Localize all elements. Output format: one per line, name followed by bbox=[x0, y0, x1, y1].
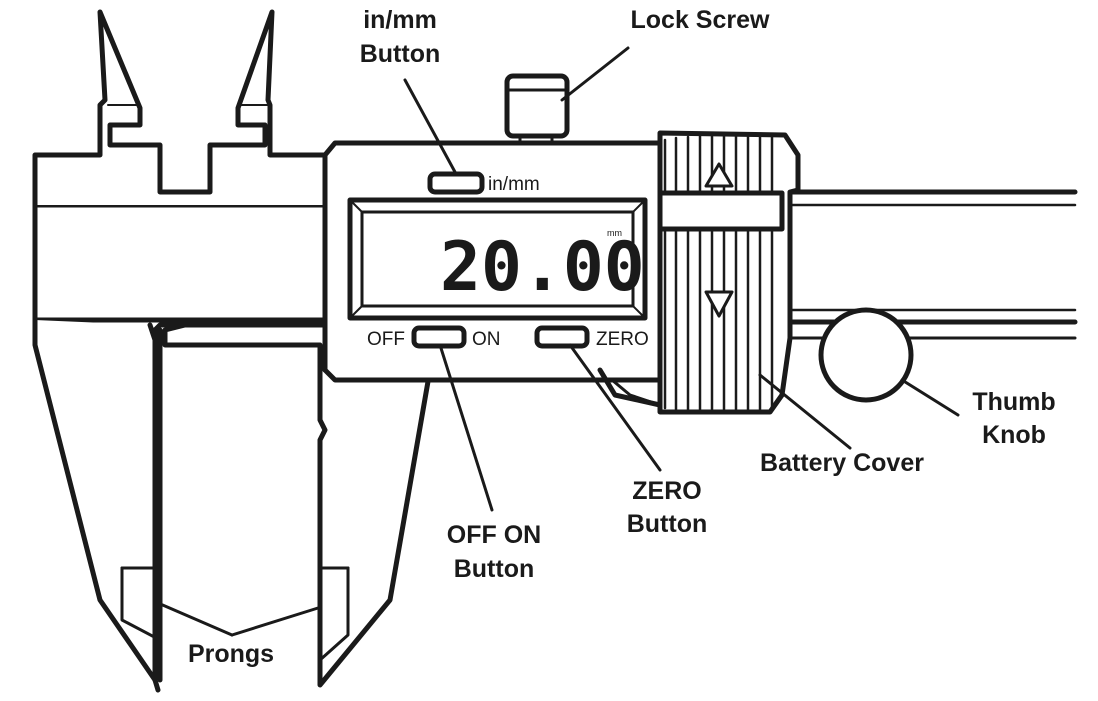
off-on-button-callout-line2: Button bbox=[454, 555, 535, 583]
fixed-jaw bbox=[32, 317, 161, 693]
thumb-knob-callout-line1: Thumb bbox=[972, 388, 1055, 416]
zero-button-callout-line2: Button bbox=[627, 510, 708, 538]
leader-lines bbox=[156, 46, 960, 637]
in-mm-button-callout-line1: in/mm bbox=[363, 6, 437, 34]
in-mm-button[interactable] bbox=[427, 171, 485, 195]
zero-button[interactable] bbox=[534, 325, 590, 349]
battery-cover-callout: Battery Cover bbox=[760, 449, 924, 477]
off-on-button-callout-line1: OFF ON bbox=[447, 521, 541, 549]
lcd-reading: 20.00 bbox=[440, 228, 645, 307]
lock-screw bbox=[504, 73, 570, 145]
lock-screw-callout: Lock Screw bbox=[631, 6, 771, 34]
prongs-leader-left bbox=[156, 601, 234, 637]
lock-screw-leader bbox=[560, 46, 630, 102]
on-panel-label: ON bbox=[472, 329, 501, 350]
main-beam bbox=[32, 197, 328, 323]
thumb-knob-callout-line2: Knob bbox=[982, 421, 1046, 449]
zero-button-callout-line1: ZERO bbox=[632, 477, 701, 505]
zero-panel-label: ZERO bbox=[596, 329, 649, 350]
prongs bbox=[120, 566, 350, 662]
in-mm-leader bbox=[403, 78, 457, 174]
prongs-callout: Prongs bbox=[188, 640, 274, 668]
off-panel-label: OFF bbox=[367, 329, 405, 350]
lcd-screen bbox=[347, 197, 648, 321]
off-on-button[interactable] bbox=[411, 325, 467, 349]
battery-cover-leader bbox=[758, 373, 852, 450]
battery-cover bbox=[610, 130, 801, 415]
in-mm-panel-label: in/mm bbox=[488, 174, 540, 195]
beam-extension bbox=[787, 189, 1078, 340]
prongs-leader-right bbox=[230, 606, 320, 637]
thumb-knob bbox=[818, 307, 914, 403]
in-mm-button-callout-line2: Button bbox=[360, 40, 441, 68]
off-on-leader bbox=[438, 343, 494, 512]
upper-jaws bbox=[32, 9, 328, 208]
panel-buttons bbox=[411, 171, 590, 349]
thumb-knob-leader bbox=[900, 378, 960, 417]
lcd-unit: mm bbox=[607, 228, 622, 238]
zero-leader bbox=[568, 343, 662, 472]
